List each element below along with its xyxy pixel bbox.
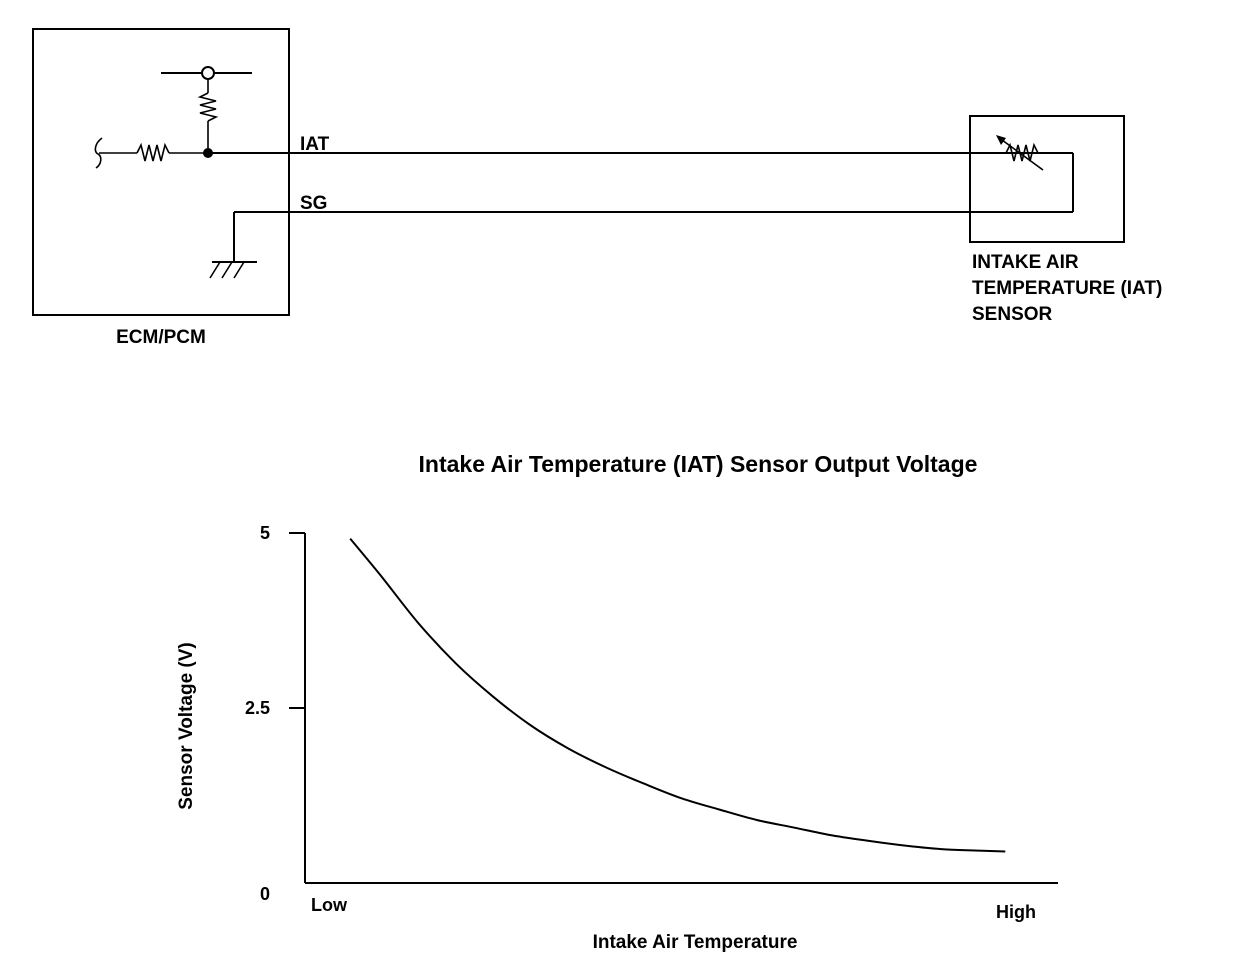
iat-sensor-label-line-3: SENSOR <box>972 304 1053 325</box>
y-tick-label-1: 2.5 <box>245 698 270 718</box>
x-axis-label: Intake Air Temperature <box>593 932 798 953</box>
x-tick-label-low: Low <box>311 895 348 915</box>
chart-title: Intake Air Temperature (IAT) Sensor Outp… <box>419 451 978 477</box>
ground-icon <box>209 261 257 279</box>
y-tick-label-2: 5 <box>260 523 270 543</box>
y-axis-label: Sensor Voltage (V) <box>176 642 197 810</box>
iat-sensor-label-line-1: INTAKE AIR <box>972 252 1079 273</box>
ecm-pcm-label: ECM/PCM <box>116 327 206 348</box>
iat-sensor-box <box>969 115 1125 243</box>
sg-ground-wire <box>233 153 1074 262</box>
x-tick-label-high: High <box>996 902 1036 922</box>
y-tick-label-0: 0 <box>260 884 270 904</box>
ecm-pcm-box <box>32 28 290 316</box>
sg-wire-label: SG <box>300 193 327 214</box>
pull-up-resistor-symbol <box>197 79 219 153</box>
iat-wire-label: IAT <box>300 134 330 155</box>
y-ticks: 02.55 <box>245 523 305 904</box>
circuit-diagram: ECM/PCM IAT SG <box>32 28 1168 348</box>
input-resistor-symbol <box>94 137 208 169</box>
voltage-chart: Intake Air Temperature (IAT) Sensor Outp… <box>176 451 1058 953</box>
iat-sensor-label-line-2: TEMPERATURE (IAT) <box>972 278 1162 299</box>
thermistor-icon <box>996 135 1044 171</box>
vref-supply-symbol <box>161 66 252 80</box>
series-voltage-curve <box>349 537 1006 853</box>
iat-sensor-label: INTAKE AIR TEMPERATURE (IAT) SENSOR <box>972 252 1168 325</box>
